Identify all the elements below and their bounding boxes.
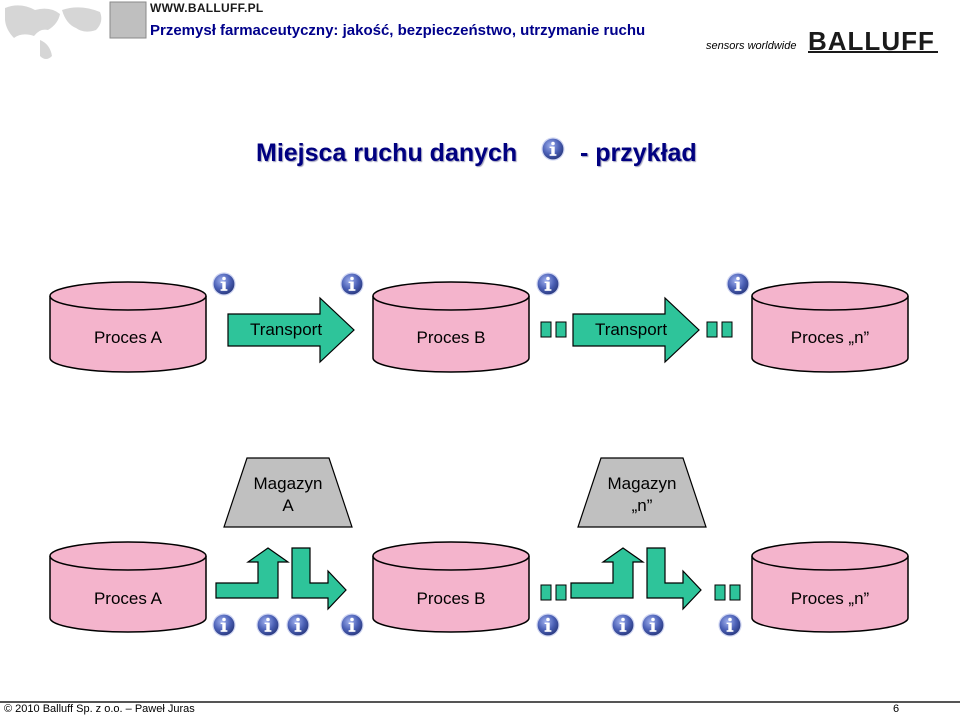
info-icon[interactable] [641,613,665,637]
brand-tagline: sensors worldwide [706,40,797,52]
brand-logo: BALLUFF [808,26,935,56]
footer-copyright: © 2010 Balluff Sp. z o.o. – Paweł Juras [4,703,195,715]
label-magazyn-a-line2: A [282,496,294,515]
continuation-marker-1 [540,321,567,338]
info-icon[interactable] [726,272,750,296]
info-icon[interactable] [611,613,635,637]
page-number: 6 [893,703,900,715]
retrieve-arrow-a [291,547,347,611]
transport-arrow-1 [227,296,355,364]
label-transport-2: Transport [594,320,668,339]
label-proces-n-bottom: Proces „n” [790,589,870,608]
website-url[interactable]: WWW.BALLUFF.PL [150,1,264,15]
continuation-marker-3 [540,584,567,601]
label-proces-a-top: Proces A [93,328,163,347]
cylinder-proces-b-bottom [372,541,530,633]
cylinder-proces-a-top [49,281,207,373]
info-icon[interactable] [286,613,310,637]
store-arrow-n [570,547,645,599]
label-proces-b-bottom: Proces B [416,589,486,608]
info-icon[interactable] [212,272,236,296]
footer-divider [0,701,960,703]
info-icon[interactable] [256,613,280,637]
continuation-marker-2 [706,321,733,338]
cylinder-proces-n-bottom [751,541,909,633]
label-magazyn-n-line1: Magazyn [607,474,677,493]
label-transport-1: Transport [249,320,323,339]
trapezoid-magazyn-n [577,457,707,528]
cylinder-proces-b-top [372,281,530,373]
info-icon[interactable] [536,613,560,637]
label-proces-b-top: Proces B [416,328,486,347]
label-magazyn-n-line2: „n” [631,496,653,515]
world-map-icon [5,5,102,59]
slide-title-suffix: - przykład [580,139,697,167]
store-arrow-a [215,547,290,599]
label-magazyn-a-line1: Magazyn [253,474,323,493]
label-proces-n-top: Proces „n” [790,328,870,347]
trapezoid-magazyn-a [223,457,353,528]
brand-rule [808,51,938,53]
continuation-marker-4 [714,584,741,601]
transport-arrow-2 [572,296,700,364]
header-subtitle: Przemysł farmaceutyczny: jakość, bezpiec… [150,22,646,39]
label-proces-a-bottom: Proces A [93,589,163,608]
info-icon[interactable] [212,613,236,637]
slide-title: Miejsca ruchu danych [256,139,518,167]
info-icon[interactable] [340,272,364,296]
info-icon[interactable] [340,613,364,637]
header-square-icon [109,1,147,39]
info-icon[interactable] [536,272,560,296]
title-info-icon[interactable] [541,137,565,161]
cylinder-proces-n-top [751,281,909,373]
retrieve-arrow-n [646,547,702,611]
cylinder-proces-a-bottom [49,541,207,633]
info-icon[interactable] [718,613,742,637]
